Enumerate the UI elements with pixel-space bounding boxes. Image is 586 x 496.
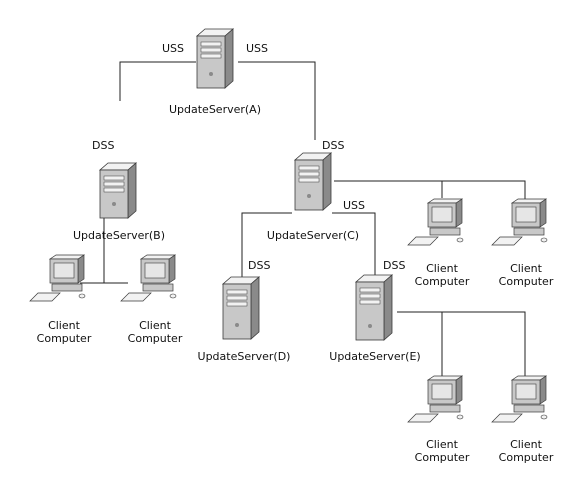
connection-line-5 bbox=[334, 180, 526, 200]
client-label-c1: Client Computer bbox=[415, 262, 470, 288]
client-label-b2: Client Computer bbox=[128, 319, 183, 345]
label-uss-a-right: USS bbox=[246, 42, 269, 55]
client-label-line2: Computer bbox=[127, 332, 183, 345]
server-label-d: UpdateServer(D) bbox=[197, 350, 291, 363]
connection-line-2 bbox=[238, 61, 316, 140]
server-e-icon bbox=[354, 274, 394, 341]
client-label-e1: Client Computer bbox=[415, 438, 470, 464]
server-label-c: UpdateServer(C) bbox=[266, 229, 360, 242]
client-label-line1: Client bbox=[426, 438, 458, 451]
client-label-line1: Client bbox=[510, 438, 542, 451]
label-uss-a-left: USS bbox=[162, 42, 185, 55]
connection-line-9 bbox=[397, 311, 526, 378]
connection-line-4 bbox=[80, 270, 105, 284]
client-label-line2: Computer bbox=[498, 451, 554, 464]
server-d-icon bbox=[221, 276, 261, 340]
client-label-c2: Client Computer bbox=[499, 262, 554, 288]
server-c-icon bbox=[293, 152, 333, 211]
connection-line-3 bbox=[103, 213, 128, 284]
label-dss-e: DSS bbox=[383, 259, 406, 272]
client-label-line2: Computer bbox=[498, 275, 554, 288]
client-computer-c2-icon bbox=[491, 198, 548, 246]
client-label-line2: Computer bbox=[414, 451, 470, 464]
client-computer-e1-icon bbox=[407, 375, 464, 423]
client-computer-b2-icon bbox=[120, 254, 177, 302]
label-dss-d: DSS bbox=[248, 259, 271, 272]
client-label-line2: Computer bbox=[36, 332, 92, 345]
server-label-a: UpdateServer(A) bbox=[168, 103, 262, 116]
label-uss-c: USS bbox=[343, 199, 366, 212]
client-label-line2: Computer bbox=[414, 275, 470, 288]
server-b-icon bbox=[98, 162, 138, 219]
server-a-icon bbox=[195, 28, 235, 89]
server-label-e: UpdateServer(E) bbox=[329, 350, 421, 363]
client-computer-b1-icon bbox=[29, 254, 86, 302]
connection-line-8 bbox=[332, 212, 376, 275]
client-label-e2: Client Computer bbox=[499, 438, 554, 464]
client-label-line1: Client bbox=[426, 262, 458, 275]
connection-line-7 bbox=[241, 212, 292, 282]
client-computer-e2-icon bbox=[491, 375, 548, 423]
server-label-b: UpdateServer(B) bbox=[72, 229, 166, 242]
label-dss-b: DSS bbox=[92, 139, 115, 152]
client-label-line1: Client bbox=[48, 319, 80, 332]
connection-line-1 bbox=[119, 61, 196, 101]
client-label-b1: Client Computer bbox=[37, 319, 92, 345]
client-label-line1: Client bbox=[139, 319, 171, 332]
client-computer-c1-icon bbox=[407, 198, 464, 246]
client-label-line1: Client bbox=[510, 262, 542, 275]
label-dss-c: DSS bbox=[322, 139, 345, 152]
